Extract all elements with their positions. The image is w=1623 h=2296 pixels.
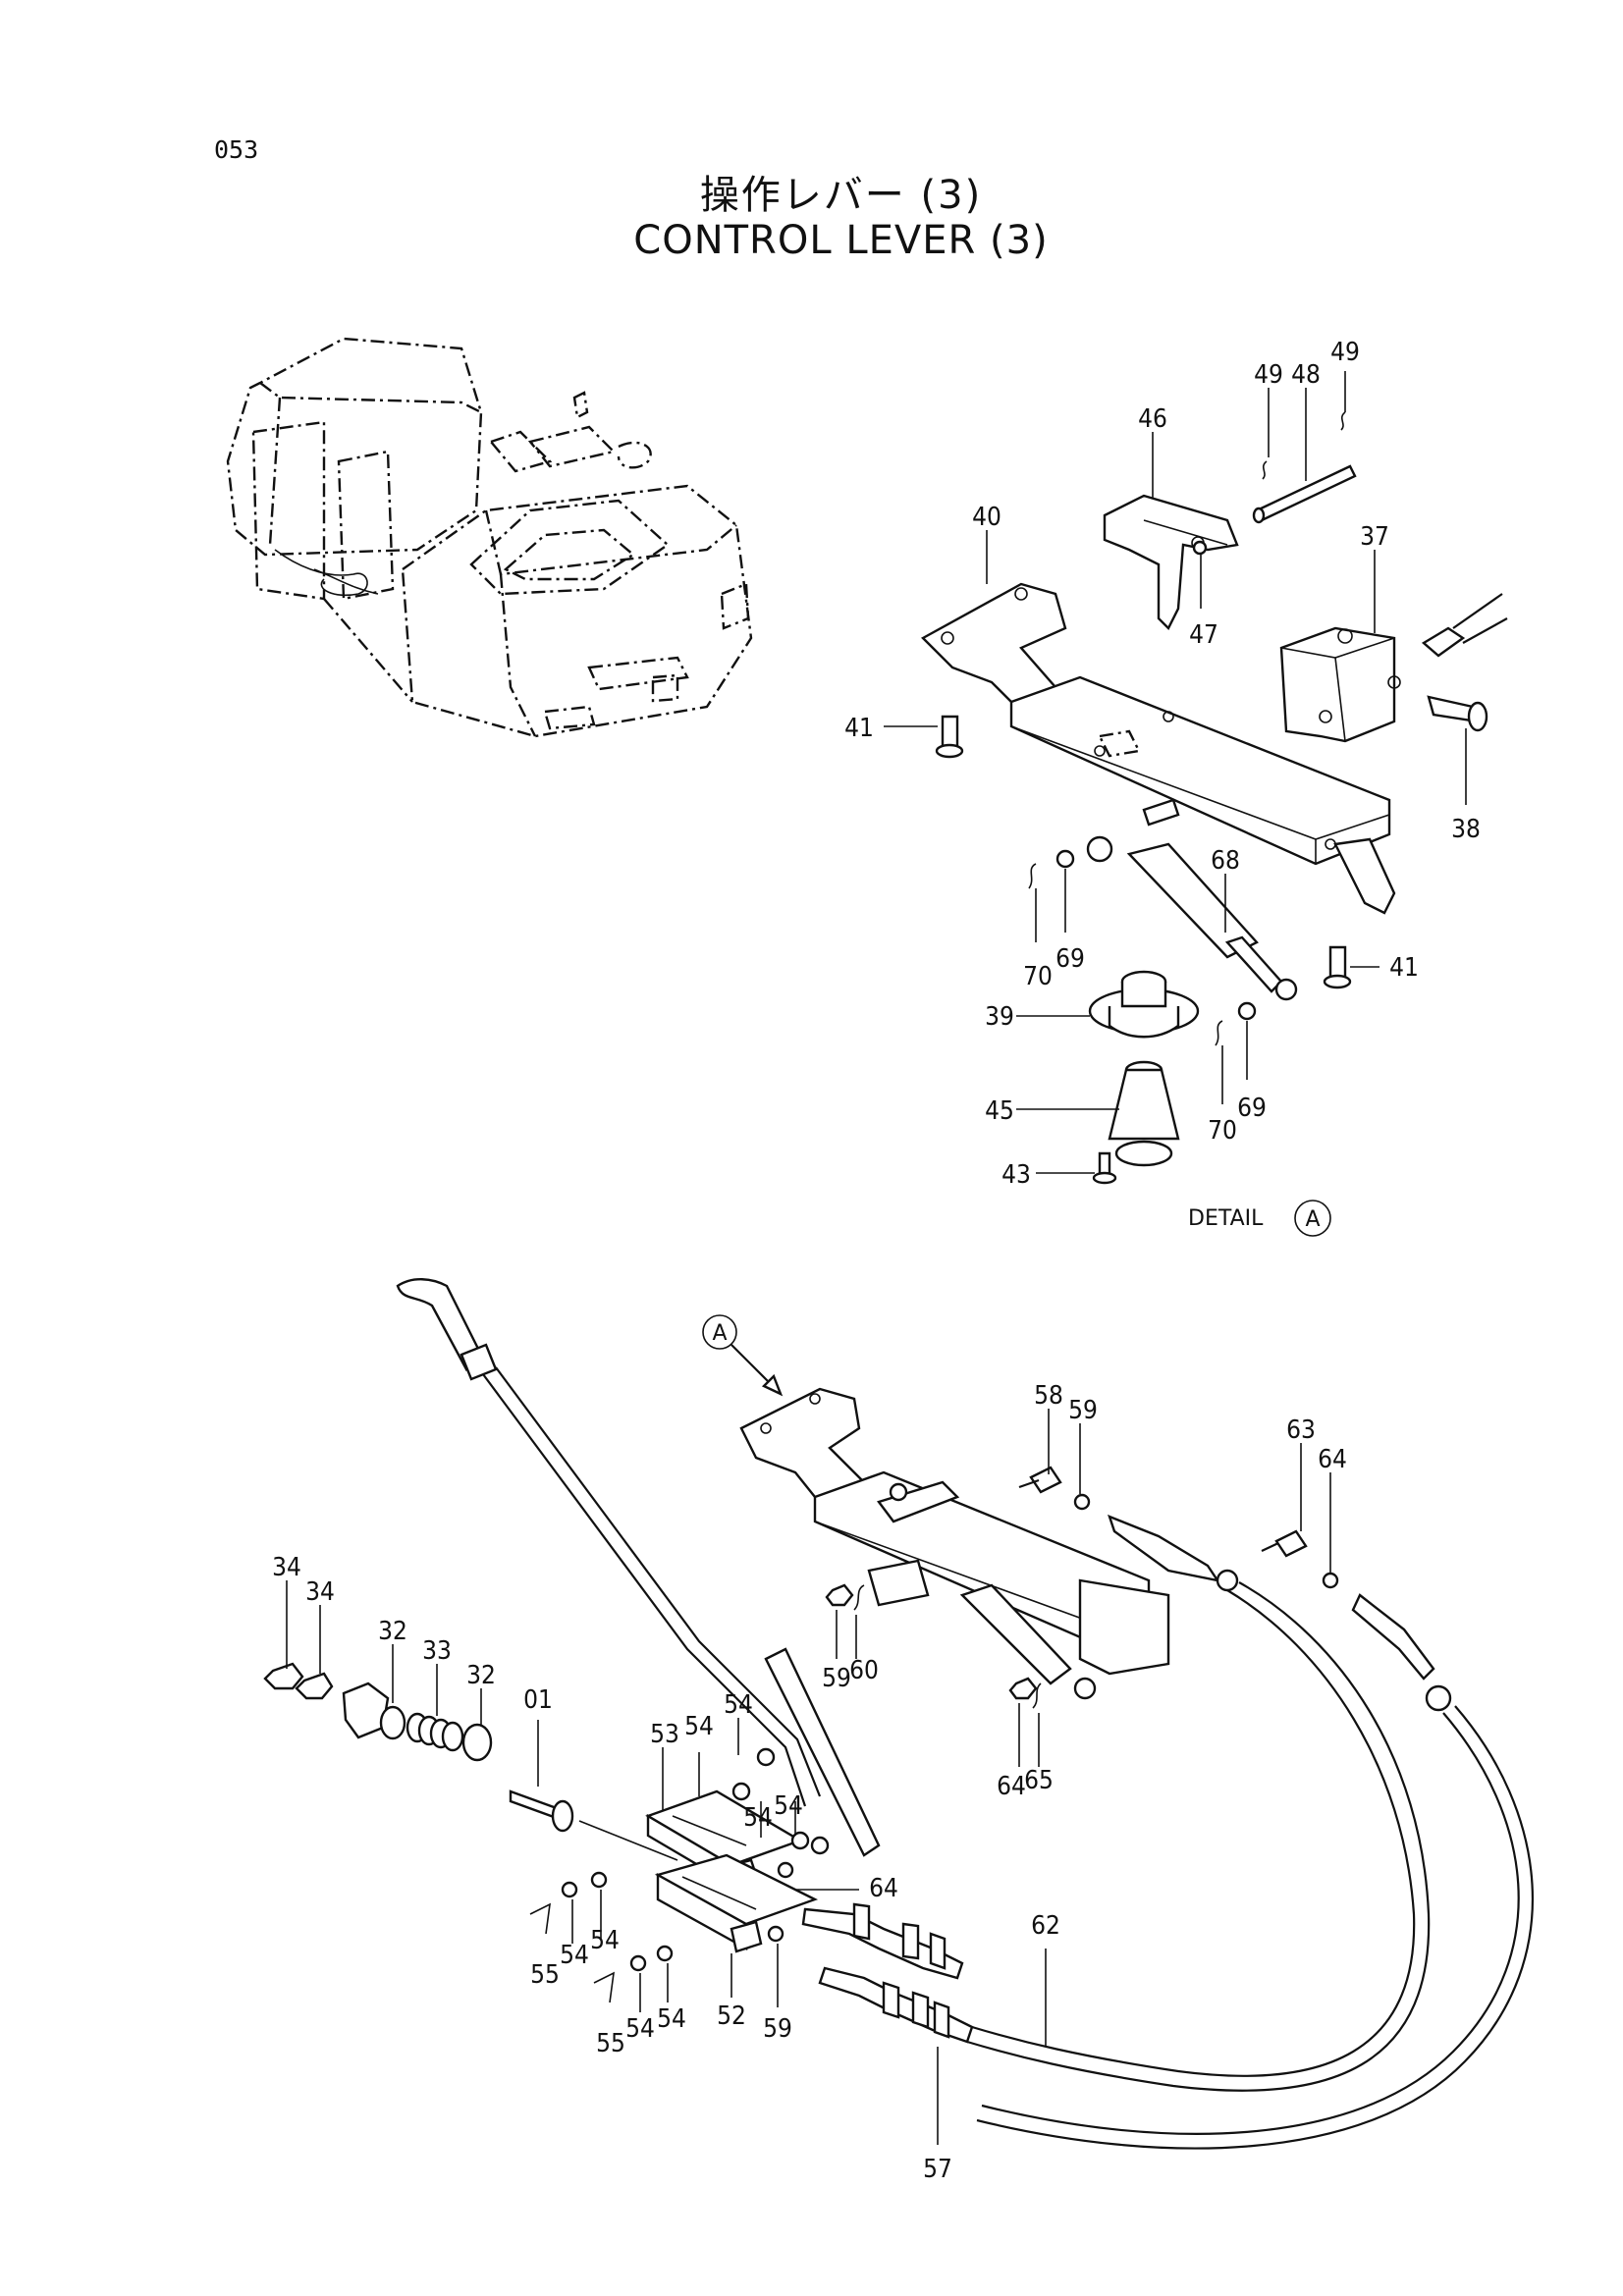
part-label: 54 — [657, 2004, 686, 2034]
part-label: 64 — [869, 1874, 898, 1903]
part-label: 58 — [1034, 1381, 1063, 1411]
part-label: 37 — [1360, 522, 1389, 552]
part-label: 34 — [305, 1577, 335, 1607]
part-label: 47 — [1189, 620, 1218, 650]
part-label: 53 — [650, 1720, 679, 1749]
part-label: 54 — [560, 1941, 589, 1970]
part-label: 54 — [774, 1791, 803, 1821]
detail-a-drawing — [884, 371, 1508, 1185]
part-label: 54 — [590, 1926, 620, 1955]
part-label: 59 — [822, 1664, 851, 1693]
part-label: 65 — [1024, 1766, 1054, 1795]
part-label: 01 — [523, 1685, 553, 1715]
part-label: 54 — [724, 1690, 753, 1720]
part-label: 48 — [1291, 360, 1321, 390]
detail-ref-letter: A — [1305, 1207, 1320, 1232]
part-label: 59 — [1068, 1396, 1098, 1425]
part-label: 41 — [1389, 953, 1419, 983]
part-label: 59 — [763, 2014, 792, 2044]
part-label: 43 — [1001, 1160, 1031, 1190]
part-label: 54 — [743, 1803, 773, 1833]
part-label: 64 — [1318, 1445, 1347, 1474]
part-label: 69 — [1237, 1094, 1267, 1123]
title-japanese: 操作レバー (3) — [699, 173, 983, 218]
part-label: 32 — [378, 1617, 407, 1646]
part-label: 39 — [985, 1002, 1014, 1032]
part-label: 70 — [1208, 1116, 1237, 1146]
part-label: 64 — [997, 1772, 1026, 1801]
part-label: 45 — [985, 1096, 1014, 1126]
part-label: 57 — [923, 2155, 952, 2184]
part-label: 69 — [1055, 944, 1085, 974]
callout-a-letter: A — [712, 1321, 727, 1346]
part-label: 70 — [1023, 962, 1053, 991]
callout-a-circle — [702, 1314, 737, 1350]
detail-caption: DETAIL — [1188, 1206, 1264, 1231]
page-code: 053 — [214, 135, 259, 164]
part-label: 62 — [1031, 1911, 1060, 1941]
detail-ref-circle — [1294, 1200, 1331, 1237]
part-label: 68 — [1211, 846, 1240, 876]
part-label: 54 — [684, 1712, 714, 1741]
part-label: 33 — [422, 1636, 452, 1666]
part-label: 60 — [849, 1656, 879, 1685]
part-label: 46 — [1138, 404, 1167, 434]
part-label: 32 — [466, 1661, 496, 1690]
part-label: 54 — [625, 2014, 655, 2044]
part-label: 34 — [272, 1553, 301, 1582]
part-label: 55 — [596, 2029, 625, 2058]
part-label: 55 — [530, 1960, 560, 1990]
excavator-overview-drawing — [226, 337, 753, 738]
title-english: CONTROL LEVER (3) — [633, 218, 1049, 263]
part-label: 49 — [1330, 338, 1360, 367]
part-label: 41 — [844, 714, 874, 743]
part-label: 52 — [717, 2002, 746, 2031]
part-label: 40 — [972, 503, 1001, 532]
part-label: 49 — [1254, 360, 1283, 390]
part-label: 38 — [1451, 815, 1481, 844]
lever-assembly-drawing — [263, 1278, 1534, 2150]
part-label: 63 — [1286, 1415, 1316, 1445]
